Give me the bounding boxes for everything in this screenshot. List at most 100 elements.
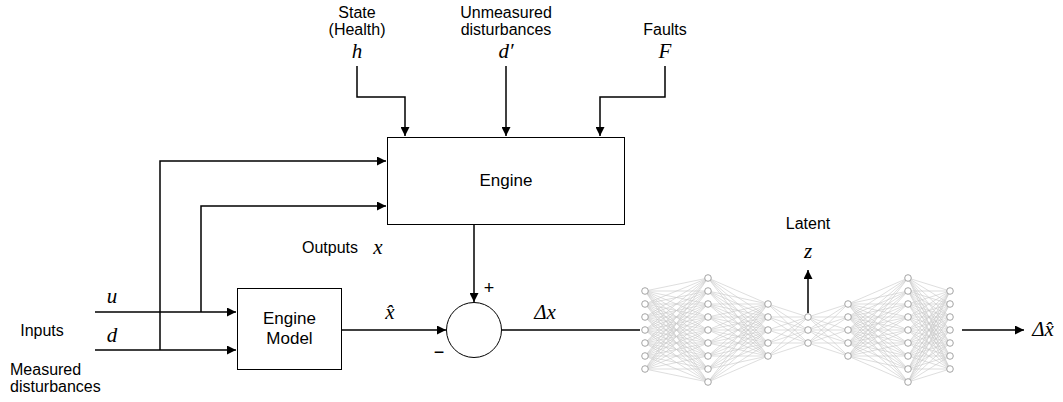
- network-link: [708, 304, 768, 317]
- signal-symbol: d′: [498, 40, 513, 63]
- network-link: [708, 304, 768, 330]
- network-link: [848, 330, 908, 382]
- network-neuron: [947, 340, 954, 347]
- network-link: [645, 278, 708, 317]
- network-link: [908, 291, 950, 343]
- signal-symbol: Δx̂: [1032, 318, 1054, 341]
- model-box: Engine Model: [237, 288, 342, 370]
- label-holder: x̂: [385, 301, 394, 324]
- network-neuron: [805, 327, 812, 334]
- network-neuron: [765, 327, 772, 334]
- network-link: [645, 278, 708, 291]
- network-link: [908, 304, 950, 382]
- network-neuron: [642, 301, 649, 308]
- disturbance-wire: [505, 66, 507, 136]
- network-link: [645, 343, 708, 369]
- network-link: [708, 304, 768, 382]
- network-link: [848, 343, 908, 382]
- network-link: [908, 291, 950, 304]
- network-link: [768, 304, 808, 330]
- measured-wire: [95, 349, 236, 351]
- network-neuron: [947, 288, 954, 295]
- network-link: [808, 317, 848, 343]
- network-link: [708, 278, 768, 304]
- network-neuron: [642, 366, 649, 373]
- network-neuron: [905, 353, 912, 360]
- summing-junction: +−: [446, 302, 502, 358]
- network-neuron: [845, 327, 852, 334]
- network-link: [848, 304, 908, 382]
- fault-wire: [600, 66, 665, 136]
- network-link: [708, 304, 768, 356]
- label-holder: z: [804, 240, 812, 263]
- network-link: [908, 291, 950, 356]
- network-link: [708, 304, 768, 343]
- network-link: [908, 343, 950, 382]
- network-neuron: [642, 353, 649, 360]
- residual-wire: [502, 329, 640, 331]
- network-link: [908, 291, 950, 369]
- network-link: [848, 343, 908, 356]
- label-holder: F: [659, 40, 672, 63]
- network-link: [848, 278, 908, 317]
- label-holder: h: [352, 40, 363, 63]
- network-link: [645, 330, 708, 369]
- network-neuron: [947, 327, 954, 334]
- network-link: [848, 356, 908, 382]
- label-holder: Inputs: [20, 323, 64, 340]
- network-link: [848, 304, 908, 356]
- network-link: [645, 291, 708, 369]
- signal-name: Outputs: [302, 240, 358, 257]
- network-neuron: [705, 301, 712, 308]
- network-neuron: [705, 340, 712, 347]
- network-link: [645, 356, 708, 382]
- signal-symbol: x̂: [385, 301, 394, 324]
- network-link: [908, 291, 950, 382]
- signal-name: Measured disturbances: [10, 362, 110, 396]
- network-link: [645, 343, 708, 382]
- label-holder: Unmeasured disturbances: [450, 5, 562, 39]
- network-link: [808, 343, 848, 344]
- network-neuron: [947, 366, 954, 373]
- network-link: [908, 330, 950, 382]
- network-neuron: [947, 314, 954, 321]
- network-link: [808, 343, 848, 356]
- signal-name: Inputs: [20, 323, 64, 340]
- label-holder: Δx̂: [1032, 318, 1054, 341]
- measured-branch: [160, 161, 386, 350]
- box-label: Engine: [476, 171, 537, 191]
- network-link: [908, 291, 950, 356]
- network-link: [848, 317, 908, 382]
- network-link: [708, 330, 768, 382]
- label-holder: Latent: [786, 216, 830, 233]
- network-link: [908, 278, 950, 343]
- network-link: [908, 278, 950, 304]
- network-neuron: [845, 301, 852, 308]
- network-link: [768, 317, 808, 330]
- label-holder: Faults: [643, 22, 687, 39]
- network-neuron: [905, 379, 912, 386]
- process-box: Engine: [387, 137, 625, 225]
- network-link: [645, 278, 708, 356]
- network-link: [848, 278, 908, 304]
- network-link: [848, 304, 908, 369]
- network-neuron: [905, 366, 912, 373]
- network-neuron: [765, 301, 772, 308]
- network-link: [848, 330, 908, 356]
- network-link: [708, 343, 768, 382]
- signal-symbol: z: [804, 240, 812, 263]
- network-neuron: [705, 275, 712, 282]
- label-holder: Δx: [534, 301, 556, 324]
- network-neuron: [845, 314, 852, 321]
- network-neuron: [905, 275, 912, 282]
- label-holder: d′: [498, 40, 513, 63]
- network-neuron: [845, 340, 852, 347]
- network-link: [848, 278, 908, 356]
- network-link: [708, 291, 768, 330]
- network-link: [645, 317, 708, 369]
- network-link: [908, 369, 950, 382]
- network-link: [808, 330, 848, 343]
- network-neuron: [905, 314, 912, 321]
- network-neuron: [765, 353, 772, 360]
